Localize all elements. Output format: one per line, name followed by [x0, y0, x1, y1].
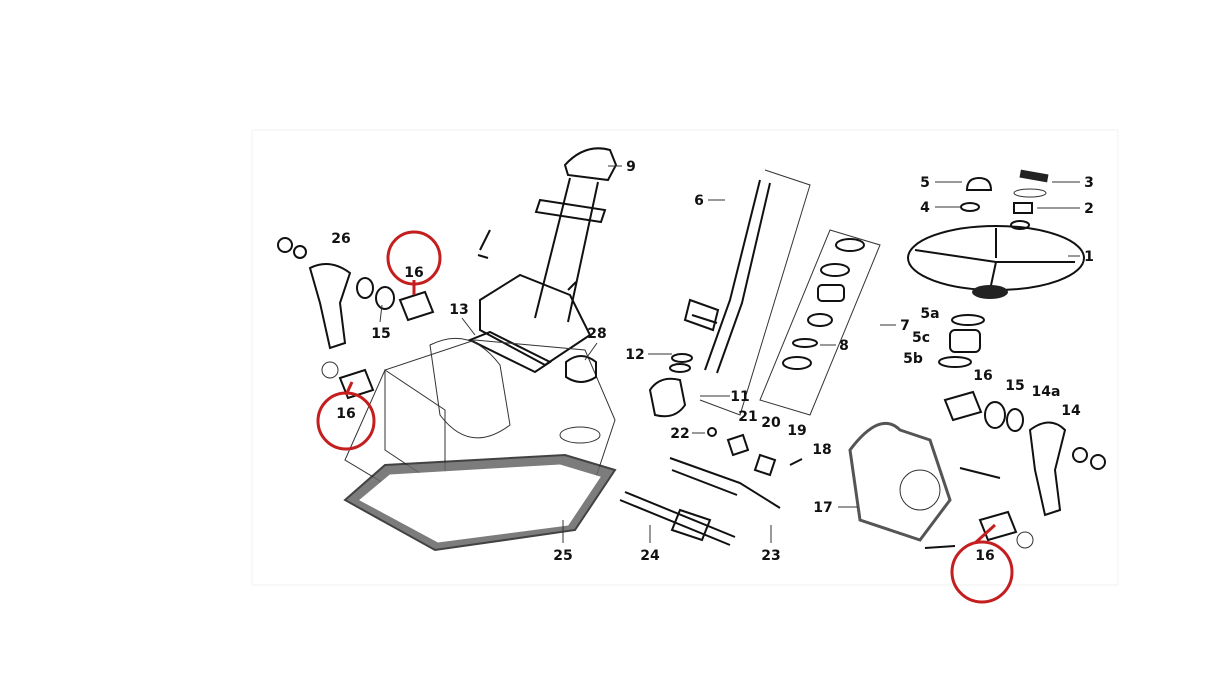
part-labels: 1 2 3 4 5 5a 5b 5c 6 7 8 9 11 12 13 14 1… [331, 159, 1094, 564]
label-part-5a: 5a [920, 306, 939, 322]
label-part-15-right: 15 [1005, 378, 1024, 394]
column-tube [467, 147, 618, 374]
label-part-12: 12 [625, 347, 644, 363]
highlight-circle [950, 540, 1014, 604]
label-part-16-right: 16 [973, 368, 992, 384]
label-part-11: 11 [730, 389, 749, 405]
label-part-5c: 5c [912, 330, 930, 346]
label-part-5b: 5b [903, 351, 923, 367]
label-part-1: 1 [1084, 249, 1094, 265]
label-part-18: 18 [812, 442, 831, 458]
worm-shaft [683, 169, 881, 416]
label-part-8: 8 [839, 338, 849, 354]
label-part-7: 7 [900, 318, 910, 334]
label-part-15-left: 15 [371, 326, 390, 342]
label-part-14: 14 [1061, 403, 1081, 419]
label-part-21: 21 [738, 409, 757, 425]
label-part-9: 9 [626, 159, 636, 175]
rocker-nut [648, 353, 693, 418]
label-part-20: 20 [761, 415, 781, 431]
label-part-14a: 14a [1032, 384, 1061, 400]
label-part-2: 2 [1084, 201, 1094, 217]
label-part-13: 13 [449, 302, 468, 318]
wheel-nut-parts [960, 169, 1049, 230]
sector-shafts [619, 427, 803, 546]
label-part-23: 23 [761, 548, 780, 564]
label-part-24: 24 [640, 548, 660, 564]
pitman-arm-left [277, 237, 435, 400]
label-part-25: 25 [553, 548, 572, 564]
label-part-19: 19 [787, 423, 806, 439]
label-part-17: 17 [813, 500, 832, 516]
side-cover-right [848, 314, 1106, 549]
highlight-circles [316, 230, 1014, 604]
bearing-stack [782, 238, 865, 370]
label-part-16-top-left: 16 [404, 265, 423, 281]
label-part-28: 28 [587, 326, 606, 342]
steering-wheel [907, 225, 1085, 299]
label-part-16-left: 16 [336, 406, 355, 422]
label-part-22: 22 [670, 426, 689, 442]
label-part-26: 26 [331, 231, 350, 247]
label-part-16-bottom-right: 16 [975, 548, 994, 564]
label-part-6: 6 [694, 193, 704, 209]
leader-lines [379, 165, 1080, 543]
label-part-4: 4 [920, 200, 930, 216]
gearbox-housing [343, 337, 617, 552]
label-part-3: 3 [1084, 175, 1094, 191]
label-part-5: 5 [920, 175, 930, 191]
